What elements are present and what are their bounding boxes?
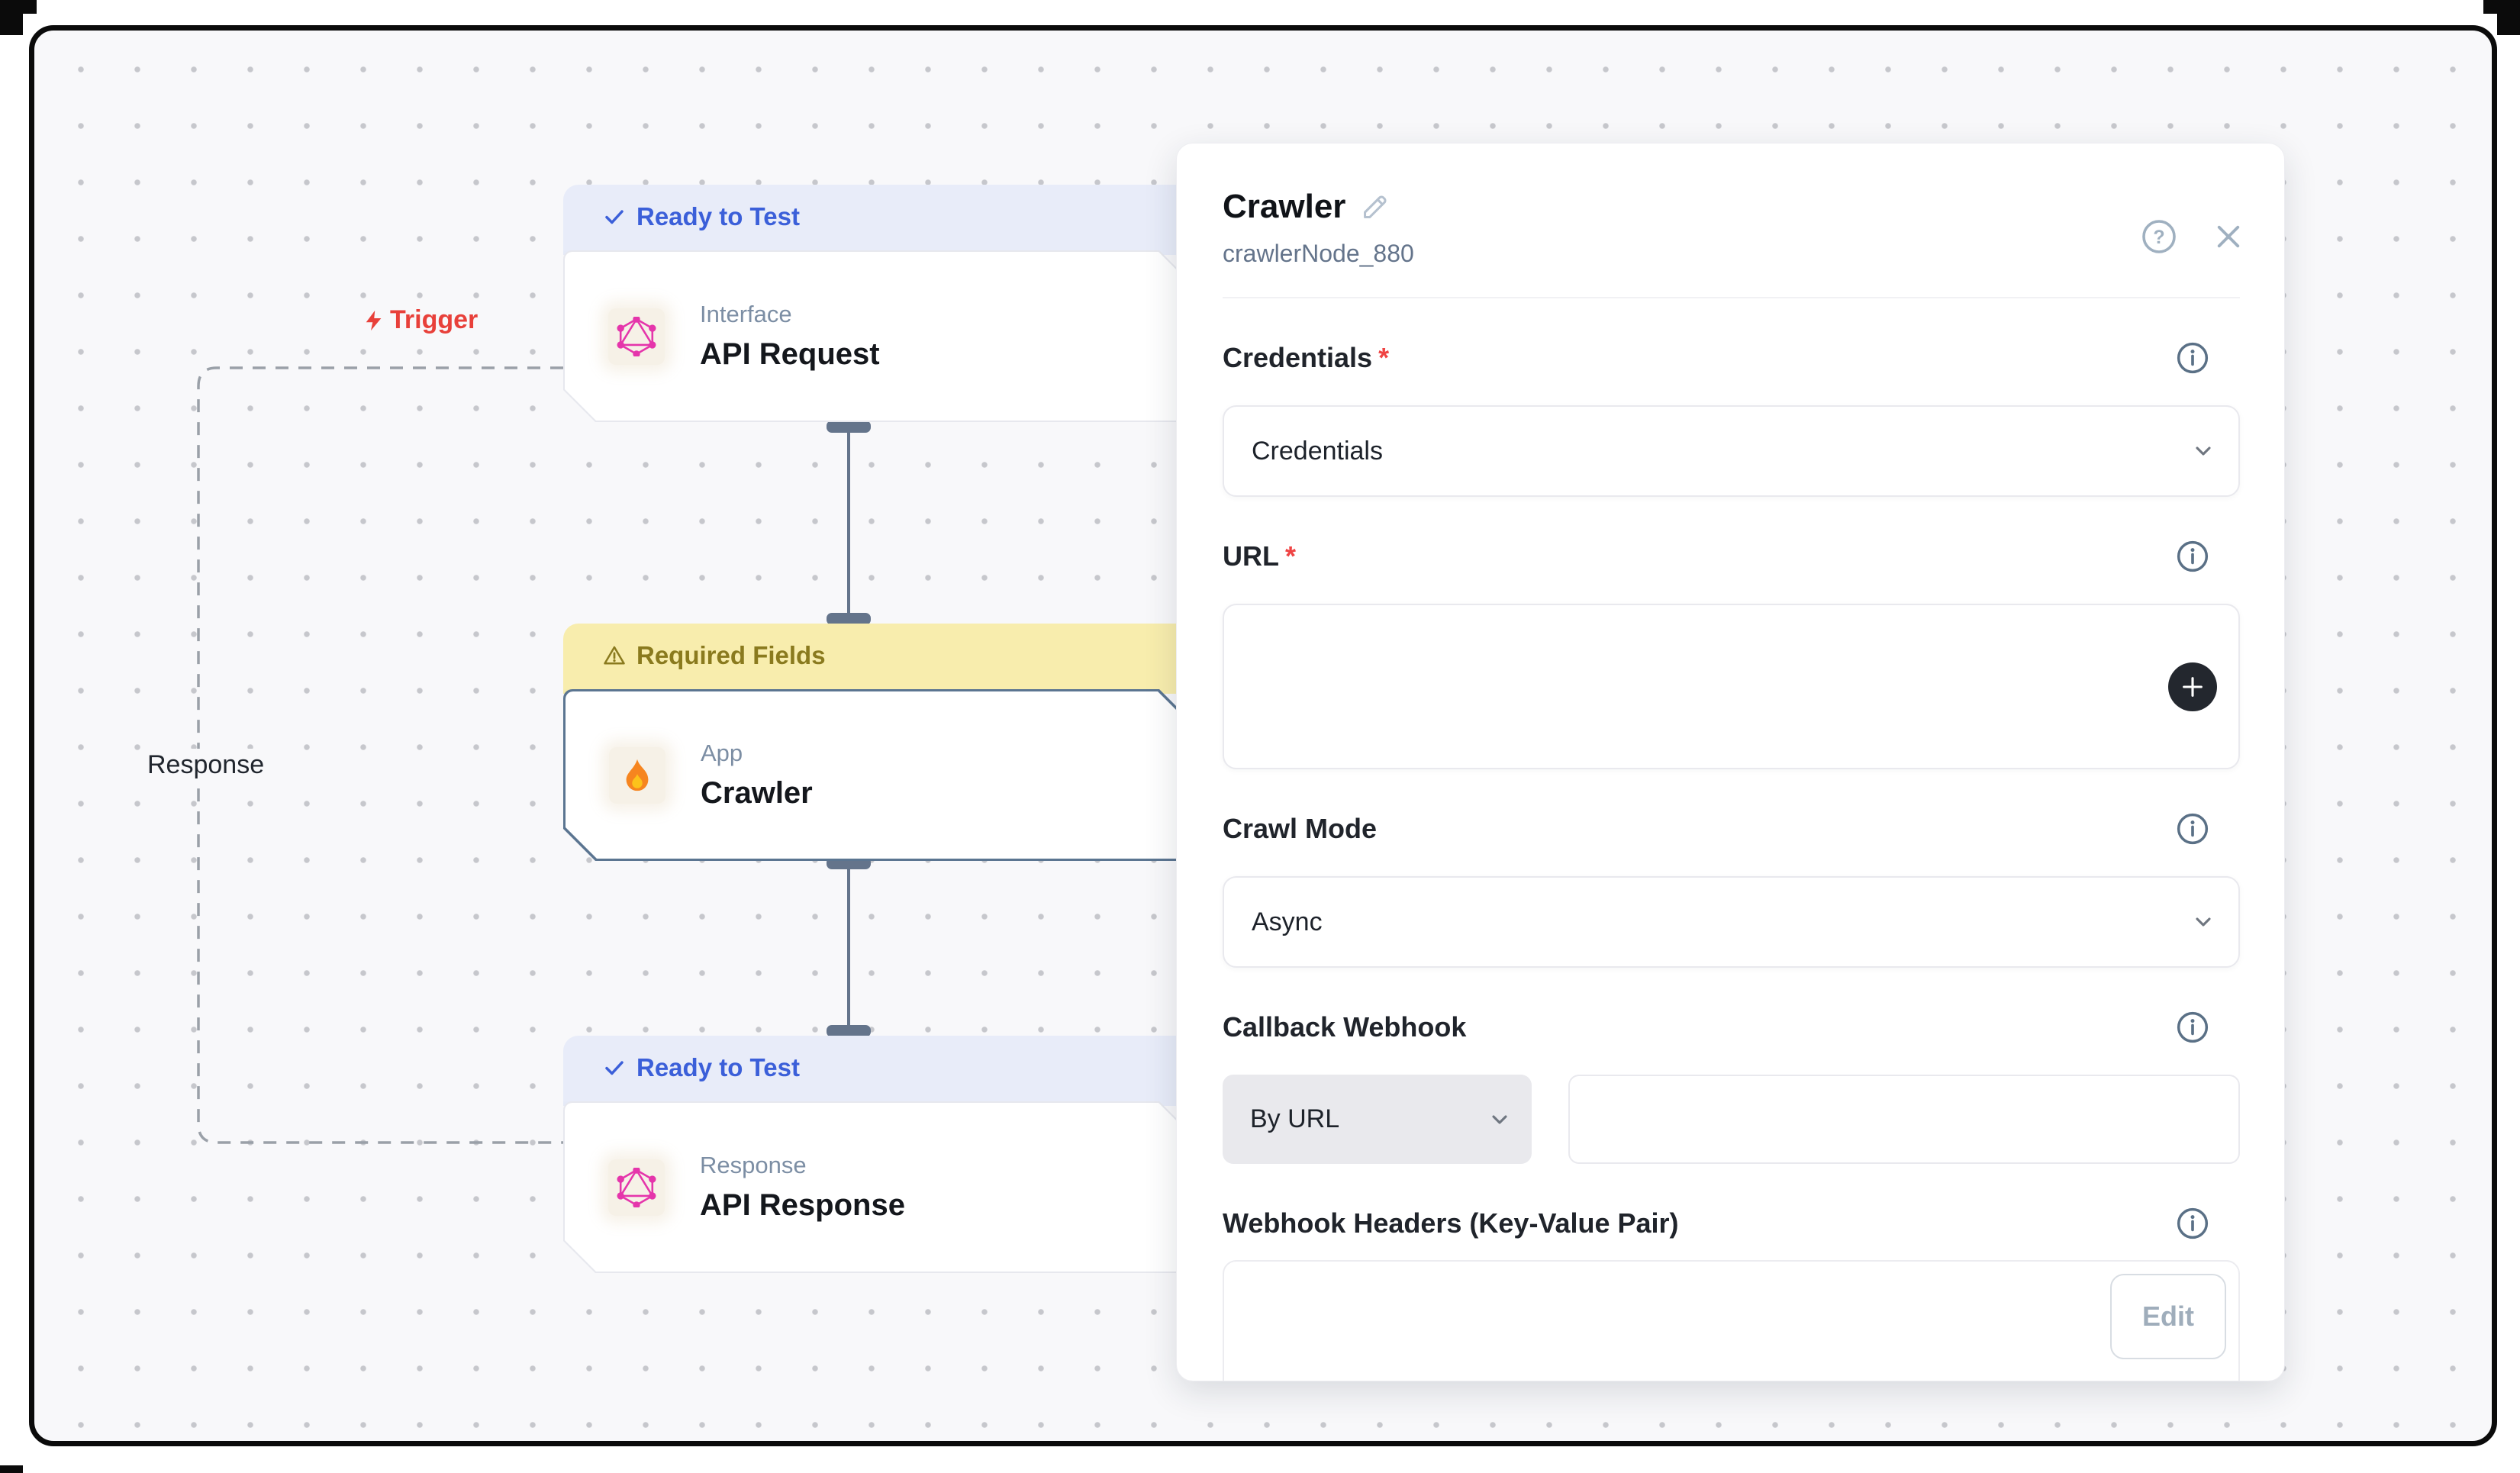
close-icon [2217,225,2240,248]
webhook-headers-label: Webhook Headers (Key-Value Pair) [1223,1207,1679,1239]
crawl-mode-label: Crawl Mode [1223,813,1378,844]
info-icon[interactable] [2176,341,2209,375]
plus-icon [2183,676,2203,697]
crop-mark-bottom-left [0,1465,37,1473]
trigger-edge-label: Trigger [355,304,486,337]
node-config-panel: Crawler ? [1176,143,2285,1381]
node-api-response[interactable]: Ready to Test R [563,1036,1191,1273]
node-api-request[interactable]: Ready to Test I [563,185,1191,422]
node-category: App [701,740,743,766]
check-icon [605,210,624,224]
connector-handle[interactable] [827,1025,871,1037]
info-icon[interactable] [2176,1207,2209,1240]
node-category: Interface [700,301,792,327]
node-title: API Request [700,337,880,371]
workflow-canvas[interactable]: Trigger Response Ready to Test [29,25,2497,1446]
url-input[interactable] [1223,604,2240,769]
help-icon: ? [2142,220,2176,253]
status-badge-required-fields: Required Fields [563,624,1191,694]
close-panel-button[interactable] [2212,221,2244,253]
fire-icon [609,747,665,804]
warning-icon [604,646,625,665]
chevron-down-icon [1492,1114,1507,1124]
connector-handle[interactable] [827,613,871,625]
info-icon[interactable] [2176,1010,2209,1044]
edge-line[interactable] [847,859,850,1036]
crawl-mode-select[interactable]: Async [1223,876,2240,968]
chevron-down-icon [2196,446,2211,456]
node-title: API Response [700,1188,905,1222]
edit-title-button[interactable] [1361,192,1390,221]
add-variable-button[interactable] [2168,662,2217,711]
crop-mark-top-right [2483,0,2520,35]
webhook-mode-select[interactable]: By URL [1223,1075,1532,1164]
node-crawler[interactable]: Required Fields App Crawler [563,624,1191,861]
credentials-label: Credentials* [1223,342,1390,373]
edge-line[interactable] [847,422,850,624]
status-badge-ready: Ready to Test [563,1036,1191,1106]
response-edge-label: Response [140,749,272,782]
check-icon [605,1061,624,1075]
help-button[interactable]: ? [2141,218,2177,255]
webhook-url-input[interactable] [1568,1075,2240,1164]
node-id: crawlerNode_880 [1223,240,1414,267]
info-icon[interactable] [2176,812,2209,846]
divider [1223,297,2240,298]
webhook-headers-field[interactable]: Edit [1223,1260,2240,1381]
graphql-icon [608,308,665,365]
node-category: Response [700,1152,807,1178]
edit-headers-button[interactable]: Edit [2110,1274,2226,1359]
panel-title: Crawler [1223,188,1346,225]
info-icon[interactable] [2176,540,2209,573]
chevron-down-icon [2196,917,2211,927]
credentials-select[interactable]: Credentials [1223,405,2240,497]
svg-text:?: ? [2153,227,2164,248]
callback-webhook-label: Callback Webhook [1223,1011,1467,1043]
connector-handle[interactable] [827,421,871,433]
graphql-icon [608,1159,665,1216]
lightning-bolt-icon [366,310,382,330]
node-title: Crawler [701,776,813,810]
status-badge-ready: Ready to Test [563,185,1191,255]
pencil-icon [1364,195,1387,218]
url-label: URL* [1223,540,1297,572]
crop-mark-top-left [0,0,37,35]
